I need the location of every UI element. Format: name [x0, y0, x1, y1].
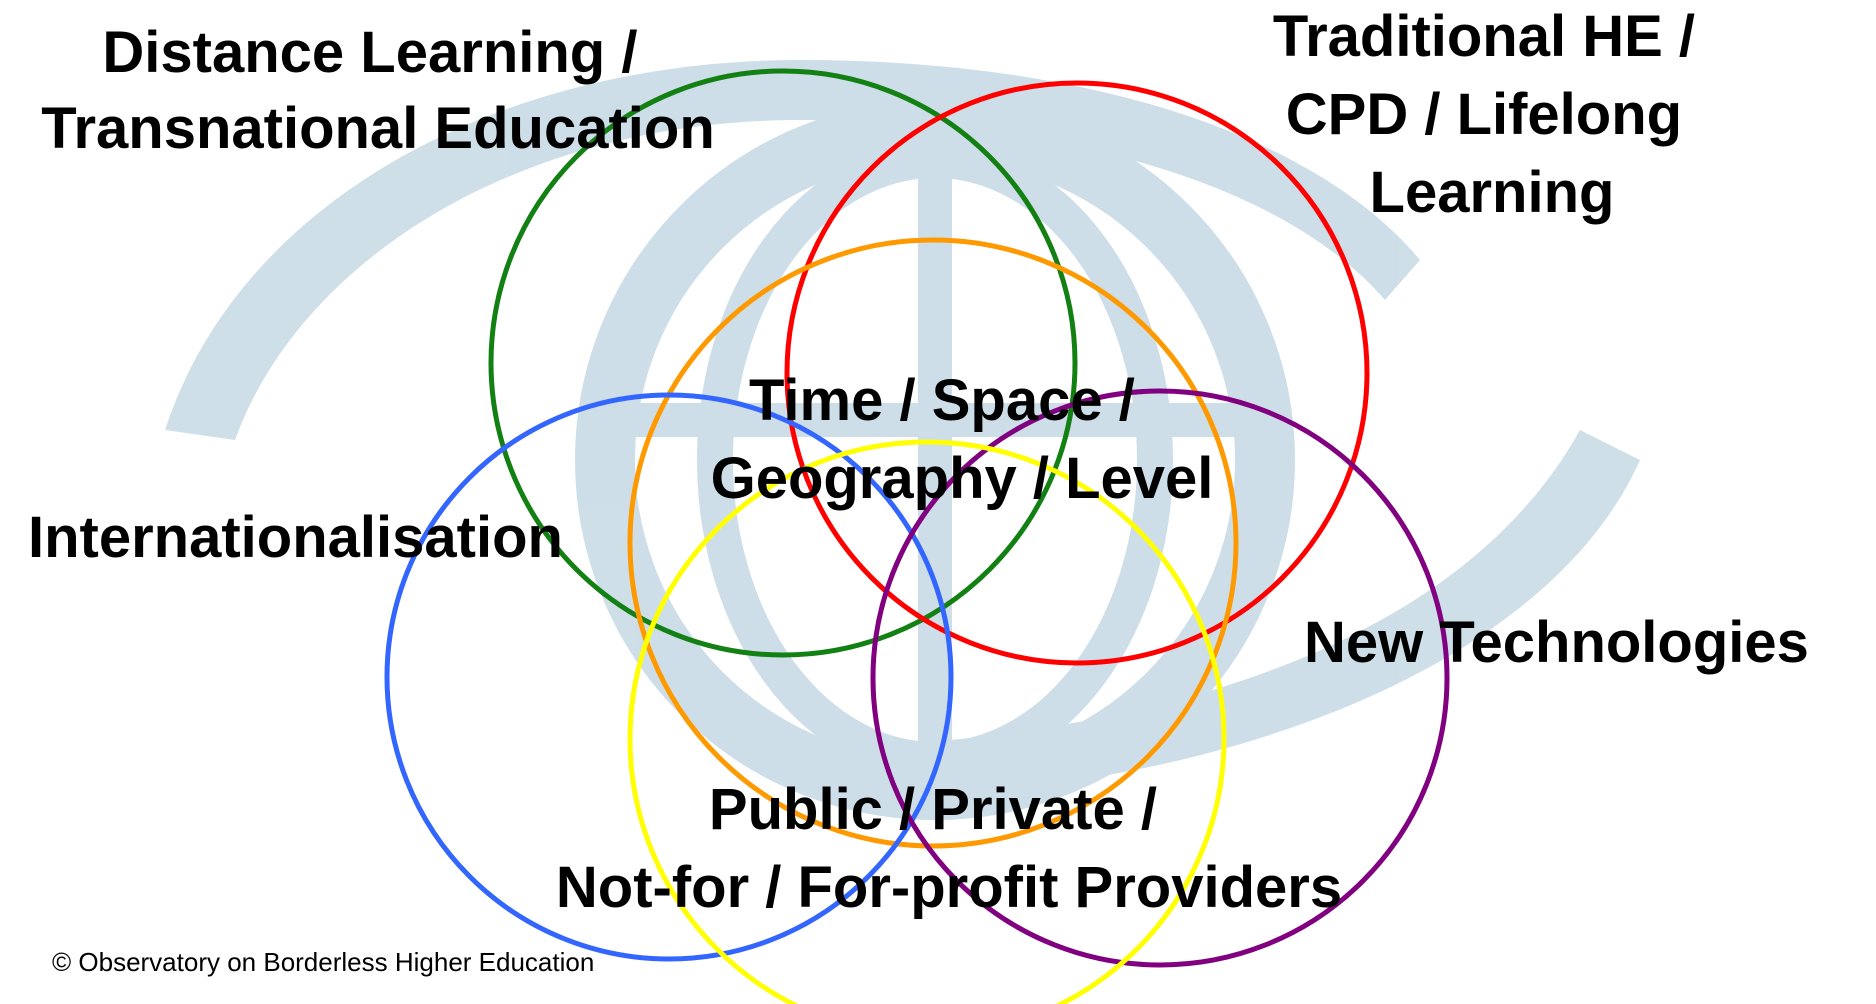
new-technologies-circle — [870, 388, 1450, 968]
traditional-he-label: Traditional HE / CPD / Lifelong Learning — [1273, 4, 1711, 225]
internationalisation-label: Internationalisation — [28, 505, 563, 570]
providers-line-2: Not-for / For-profit Providers — [556, 855, 1342, 920]
providers-line-1: Public / Private / — [709, 777, 1157, 842]
watermark-logo — [165, 60, 1640, 820]
providers-circle — [627, 439, 1227, 1004]
watermark-swoosh-arc — [165, 60, 1420, 440]
center-line-2: Geography / Level — [711, 446, 1214, 511]
distance-learning-label: Distance Learning / Transnational Educat… — [41, 20, 715, 161]
distance-learning-line-1: Distance Learning / — [102, 20, 637, 85]
center-line-1: Time / Space / — [749, 368, 1135, 433]
traditional-he-circle — [784, 80, 1370, 666]
internationalisation-circle — [384, 392, 954, 962]
providers-label: Public / Private / Not-for / For-profit … — [556, 777, 1342, 920]
time-space-circle — [627, 237, 1239, 849]
distance-learning-line-2: Transnational Education — [41, 96, 715, 161]
new-technologies-label: New Technologies — [1304, 610, 1809, 675]
center-label: Time / Space / Geography / Level — [711, 368, 1214, 511]
traditional-he-line-2: CPD / Lifelong — [1286, 82, 1682, 147]
distance-learning-circle — [488, 68, 1078, 658]
traditional-he-line-3: Learning — [1370, 160, 1615, 225]
copyright-notice: © Observatory on Borderless Higher Educa… — [52, 947, 594, 977]
watermark-globe-ring — [575, 100, 1295, 820]
traditional-he-line-1: Traditional HE / — [1273, 4, 1695, 69]
